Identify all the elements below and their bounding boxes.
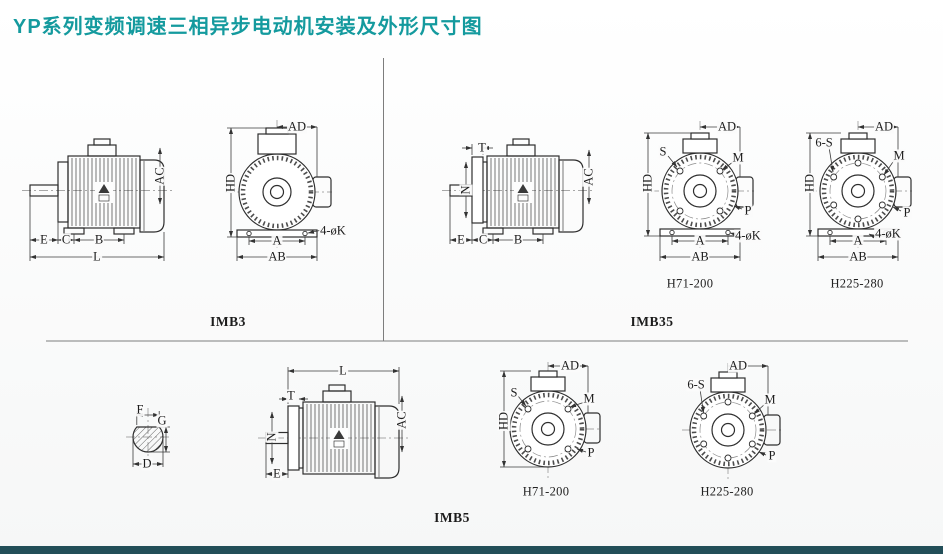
imb5-front-view-h225 — [682, 363, 784, 479]
shaft-section-detail — [126, 408, 172, 467]
section-dividers — [46, 58, 908, 342]
imb35-front-view-h71 — [644, 121, 754, 261]
imb35-side-view — [442, 138, 594, 244]
page-title: YP系列变频调速三相异步电动机安装及外形尺寸图 — [13, 16, 483, 38]
footer-bar — [0, 546, 943, 554]
imb5-side-view — [258, 367, 410, 479]
imb3-side-view — [22, 138, 172, 261]
imb35-front-view-h225 — [806, 121, 912, 261]
imb3-front-view — [225, 120, 332, 261]
imb5-front-view-h71 — [500, 362, 602, 478]
